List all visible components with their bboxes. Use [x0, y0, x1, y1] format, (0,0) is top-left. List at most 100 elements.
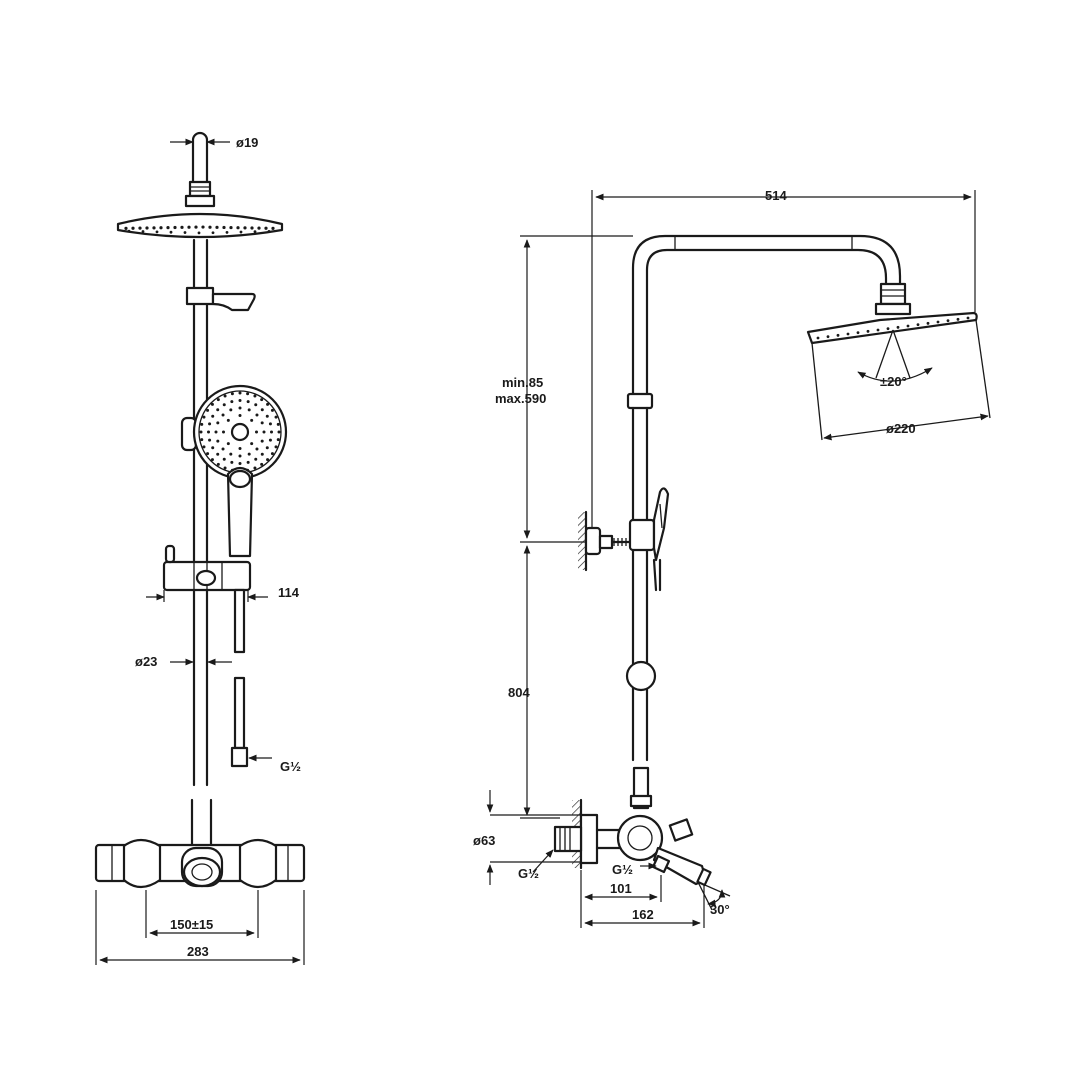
nozzle-dot	[199, 430, 203, 434]
nozzle-dot	[197, 231, 201, 235]
nozzle-dot	[211, 231, 215, 235]
nozzle-dot	[236, 226, 240, 230]
dim-arm-reach: 514	[591, 188, 976, 530]
nozzle-dot	[173, 225, 177, 230]
nozzle-dot	[211, 446, 215, 450]
nozzle-dot	[906, 324, 910, 328]
dim-height-adjust: min.85 max.590	[495, 235, 633, 539]
front-rain-head	[116, 212, 284, 239]
nozzle-dot	[876, 328, 880, 332]
nozzle-dot	[250, 442, 254, 446]
nozzle-dot	[886, 327, 890, 331]
nozzle-dot	[250, 418, 254, 422]
nozzle-dot	[916, 323, 920, 327]
nozzle-dot	[194, 225, 198, 229]
dim-head-tilt: ±20°	[857, 329, 933, 389]
nozzle-dot	[276, 438, 280, 442]
side-hose-ball	[625, 660, 657, 692]
nozzle-dot	[221, 447, 225, 451]
front-arm	[184, 131, 216, 208]
nozzle-dot	[816, 336, 820, 340]
nozzle-dot	[253, 466, 257, 470]
nozzle-dot	[145, 226, 149, 230]
nozzle-dot	[238, 462, 242, 465]
nozzle-dot	[239, 230, 243, 234]
nozzle-dot	[846, 332, 850, 336]
nozzle-dot	[202, 445, 206, 449]
side-mixer	[553, 798, 712, 887]
nozzle-dot	[238, 454, 242, 458]
nozzle-dot	[247, 408, 251, 412]
dim-front-thread: G½	[248, 754, 301, 774]
nozzle-dot	[856, 331, 860, 335]
dim-spout-short: 101	[580, 870, 662, 928]
label-spout-short: 101	[610, 881, 632, 896]
dim-inlet-thread: G½	[518, 849, 554, 881]
nozzle-dot	[216, 421, 220, 425]
nozzle-dot	[276, 422, 280, 426]
nozzle-dot	[208, 225, 212, 229]
nozzle-dot	[210, 458, 214, 462]
nozzle-dot	[222, 403, 226, 407]
nozzle-dot	[238, 399, 242, 402]
nozzle-dot	[266, 458, 270, 462]
side-rail	[631, 406, 649, 762]
nozzle-dot	[266, 402, 270, 406]
nozzle-dot	[201, 225, 205, 229]
label-outlet-thread: G½	[612, 862, 633, 877]
front-rail	[192, 238, 209, 787]
nozzle-dot	[238, 406, 242, 410]
nozzle-dot	[243, 226, 247, 230]
nozzle-dot	[230, 460, 234, 464]
nozzle-dot	[255, 413, 259, 417]
nozzle-dot	[229, 225, 233, 230]
nozzle-dot	[274, 415, 278, 419]
nozzle-dot	[223, 394, 227, 398]
label-height-max: max.590	[495, 391, 546, 406]
nozzle-dot	[271, 226, 275, 230]
nozzle-dot	[260, 421, 264, 425]
label-escutcheon: ø63	[473, 833, 495, 848]
nozzle-dot	[230, 400, 234, 404]
nozzle-dot	[223, 466, 227, 470]
nozzle-dot	[210, 402, 214, 406]
nozzle-dot	[264, 226, 268, 230]
nozzle-dot	[208, 422, 212, 426]
nozzle-dot	[124, 226, 128, 230]
nozzle-dot	[206, 408, 210, 412]
nozzle-dot	[238, 391, 242, 395]
nozzle-dot	[200, 438, 204, 442]
nozzle-dot	[202, 415, 206, 419]
nozzle-dot	[226, 442, 230, 446]
label-inlet-spacing: 150±15	[170, 917, 213, 932]
nozzle-dot	[268, 438, 272, 442]
side-arm	[631, 234, 912, 397]
dim-mixer-width: 283	[95, 890, 305, 965]
nozzle-dot	[141, 230, 145, 233]
nozzle-dot	[222, 430, 225, 434]
nozzle-dot	[206, 452, 210, 456]
dim-outlet-thread: G½	[612, 862, 657, 877]
nozzle-dot	[216, 439, 220, 443]
front-view: ø19 114 ø23 G½ 150±15	[94, 131, 306, 965]
dim-slider-offset: 114	[146, 585, 300, 602]
nozzle-dot	[268, 422, 272, 426]
nozzle-dot	[207, 430, 210, 434]
nozzle-dot	[208, 438, 212, 442]
dim-inlet-spacing: 150±15	[145, 890, 259, 938]
nozzle-dot	[225, 231, 229, 234]
dim-spout-angle: 30°	[697, 881, 731, 917]
side-wall-bracket	[520, 510, 635, 572]
side-view: ±20° ø220 514 min.85 max.590	[473, 188, 991, 928]
front-soap-dish	[185, 286, 256, 312]
label-inlet-thread: G½	[518, 866, 539, 881]
dim-head-diameter: ø220	[823, 413, 989, 441]
nozzle-dot	[138, 226, 142, 230]
front-hand-shower	[180, 384, 288, 558]
nozzle-dot	[274, 445, 278, 449]
nozzle-dot	[230, 392, 234, 396]
label-slider-offset: 114	[278, 585, 300, 600]
nozzle-dot	[262, 430, 266, 434]
nozzle-dot	[826, 335, 830, 339]
nozzle-dot	[270, 430, 273, 434]
